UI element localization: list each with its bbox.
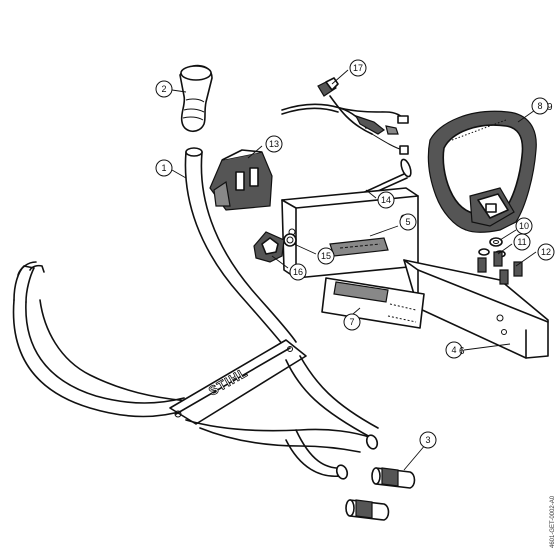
callout-label: 8 <box>537 101 542 111</box>
callout-4: 4 6 <box>445 341 465 359</box>
callout-1: 1 <box>155 159 173 177</box>
fastener-set-part <box>477 237 523 285</box>
callout-label: 14 <box>381 195 391 205</box>
callout-16: 16 <box>289 263 307 281</box>
callout-label: 16 <box>293 267 303 277</box>
callout-label: 1 <box>161 163 166 173</box>
callout-3: 3 <box>419 431 437 449</box>
callout-label: 4 <box>451 345 456 355</box>
callout-label: 12 <box>541 247 551 257</box>
callout-12: 12 <box>537 243 555 261</box>
washer-part <box>283 233 297 247</box>
reference-code: 4601-GET-0002-A0 <box>550 495 556 548</box>
label-sticker-part <box>321 277 425 329</box>
callout-label: 10 <box>519 221 529 231</box>
upper-tube-part <box>281 187 419 279</box>
callout-11: 11 <box>513 233 531 251</box>
pipe-plugs-part <box>345 467 416 521</box>
callout-label: 11 <box>517 237 526 247</box>
callout-7: 7 <box>343 313 361 331</box>
clamp-housing-part <box>209 149 273 211</box>
callout-label: 13 <box>269 139 279 149</box>
connector-part <box>317 77 339 97</box>
callout-label: 2 <box>161 84 166 94</box>
lower-tube-part <box>403 259 549 359</box>
barrier-bar-part <box>427 110 537 233</box>
bike-handle-part: STIHL <box>12 147 379 480</box>
callout-5: 5 <box>399 213 417 231</box>
star-knob-part <box>253 231 285 263</box>
callout-label: 3 <box>425 435 430 445</box>
callout-label: 15 <box>321 251 331 261</box>
callout-17: 17 <box>349 59 367 77</box>
callout-14: 14 <box>377 191 395 209</box>
callout-label: 17 <box>353 63 363 73</box>
callout-2: 2 <box>155 80 173 98</box>
callout-10: 10 <box>515 217 533 235</box>
callout-label: 7 <box>349 317 354 327</box>
grip-part <box>179 64 213 133</box>
callout-13: 13 <box>265 135 283 153</box>
callout-15: 15 <box>317 247 335 265</box>
wire-harness-part <box>281 95 409 155</box>
callout-8: 8 9 <box>531 97 553 115</box>
callout-extra-number: 9 <box>547 102 553 113</box>
callout-label: 5 <box>405 217 410 227</box>
callout-extra-number: 6 <box>459 346 465 357</box>
